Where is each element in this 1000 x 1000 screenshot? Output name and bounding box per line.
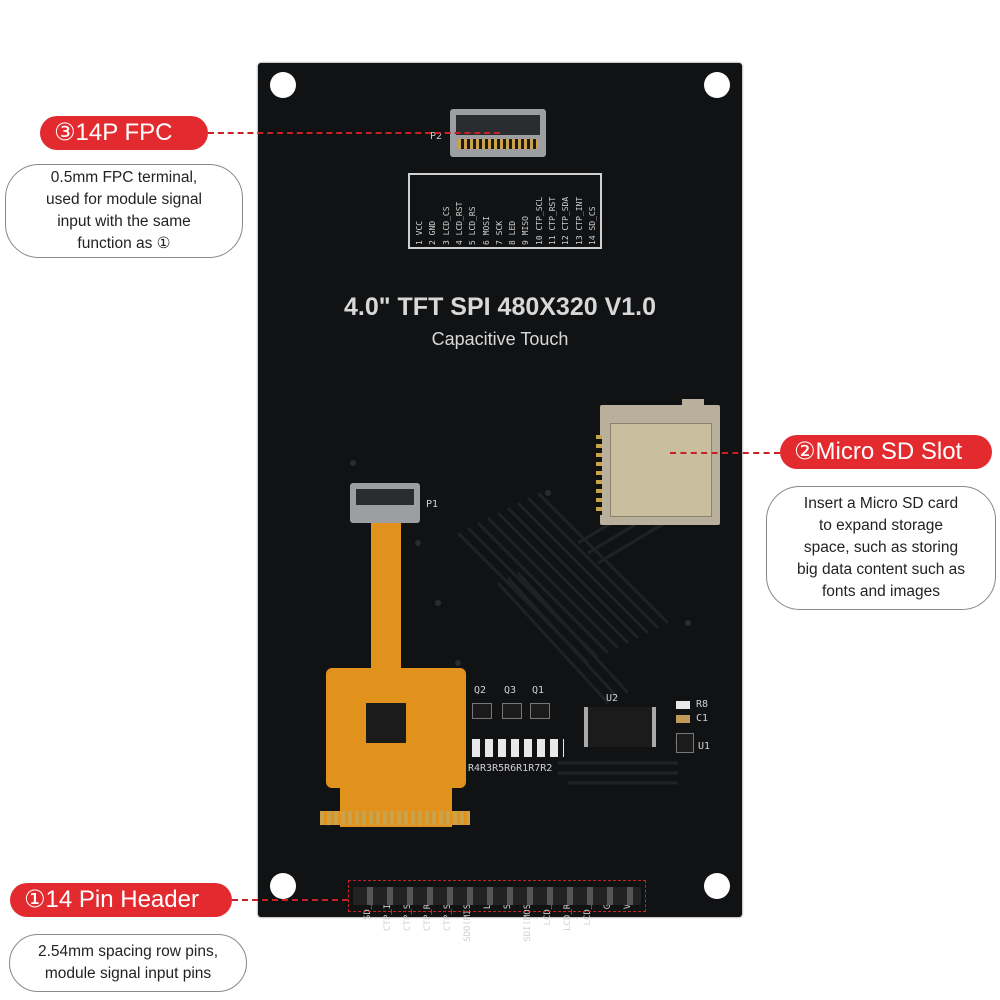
touch-ic-chip — [366, 703, 406, 743]
resistor-array — [472, 739, 564, 757]
desc-line: to expand storage — [818, 517, 944, 534]
silk-p1: P1 — [426, 499, 439, 510]
fpc-connector-p1 — [350, 483, 420, 523]
callout-sd-title: ②Micro SD Slot — [780, 435, 992, 469]
desc-line: used for module signal — [46, 191, 202, 208]
desc-line: fonts and images — [821, 583, 941, 600]
desc-line: big data content such as — [796, 561, 966, 578]
silk-p2: P2 — [430, 131, 443, 142]
desc-line: 0.5mm FPC terminal, — [50, 169, 198, 186]
desc-line: 2.54mm spacing row pins, — [37, 943, 219, 960]
mount-hole-top-right — [704, 72, 730, 98]
pin-header-14 — [348, 880, 646, 912]
micro-sd-slot — [596, 399, 720, 525]
mount-hole-top-left — [270, 72, 296, 98]
desc-line: Insert a Micro SD card — [803, 495, 959, 512]
touch-flex-board — [326, 668, 466, 788]
callout-header-title: ①14 Pin Header — [10, 883, 232, 917]
desc-line: input with the same — [57, 213, 191, 230]
ic-u2 — [584, 707, 656, 747]
silk-resistors: R4R3R5R6R1R7R2 — [468, 763, 553, 774]
header-labels: SD_CS CTP_INT CTP_SDA CTP_RST CTP_SCL SD… — [258, 63, 742, 942]
silk-q1: Q1 — [532, 685, 545, 696]
regulator-u1 — [676, 733, 694, 753]
silk-q2: Q2 — [474, 685, 487, 696]
board-title: 4.0" TFT SPI 480X320 V1.0 — [343, 293, 657, 321]
callout-fpc-leader — [208, 132, 500, 134]
mount-hole-bottom-right — [704, 873, 730, 899]
transistor-q3 — [502, 703, 522, 719]
callout-sd-leader — [670, 452, 780, 454]
callout-fpc-title: ③14P FPC — [40, 116, 208, 150]
callout-header-desc: 2.54mm spacing row pins, module signal i… — [9, 934, 247, 992]
desc-line: module signal input pins — [44, 965, 212, 982]
callout-header-leader — [232, 899, 348, 901]
silk-q3: Q3 — [504, 685, 517, 696]
silk-u1: U1 — [698, 741, 711, 752]
silk-r8: R8 — [696, 699, 709, 710]
silk-c1: C1 — [696, 713, 709, 724]
capacitor-c1 — [676, 715, 690, 723]
board-subtitle: Capacitive Touch — [431, 329, 569, 349]
callout-sd-desc: Insert a Micro SD card to expand storage… — [766, 486, 996, 610]
flex-cable — [371, 523, 401, 673]
resistor-r8 — [676, 701, 690, 709]
flex-contacts — [320, 811, 470, 825]
desc-line: function as ① — [77, 235, 171, 252]
transistor-q1 — [530, 703, 550, 719]
callout-fpc-desc: 0.5mm FPC terminal, used for module sign… — [5, 164, 243, 258]
desc-line: space, such as storing — [803, 539, 959, 556]
silk-u2: U2 — [606, 693, 619, 704]
mount-hole-bottom-left — [270, 873, 296, 899]
transistor-q2 — [472, 703, 492, 719]
